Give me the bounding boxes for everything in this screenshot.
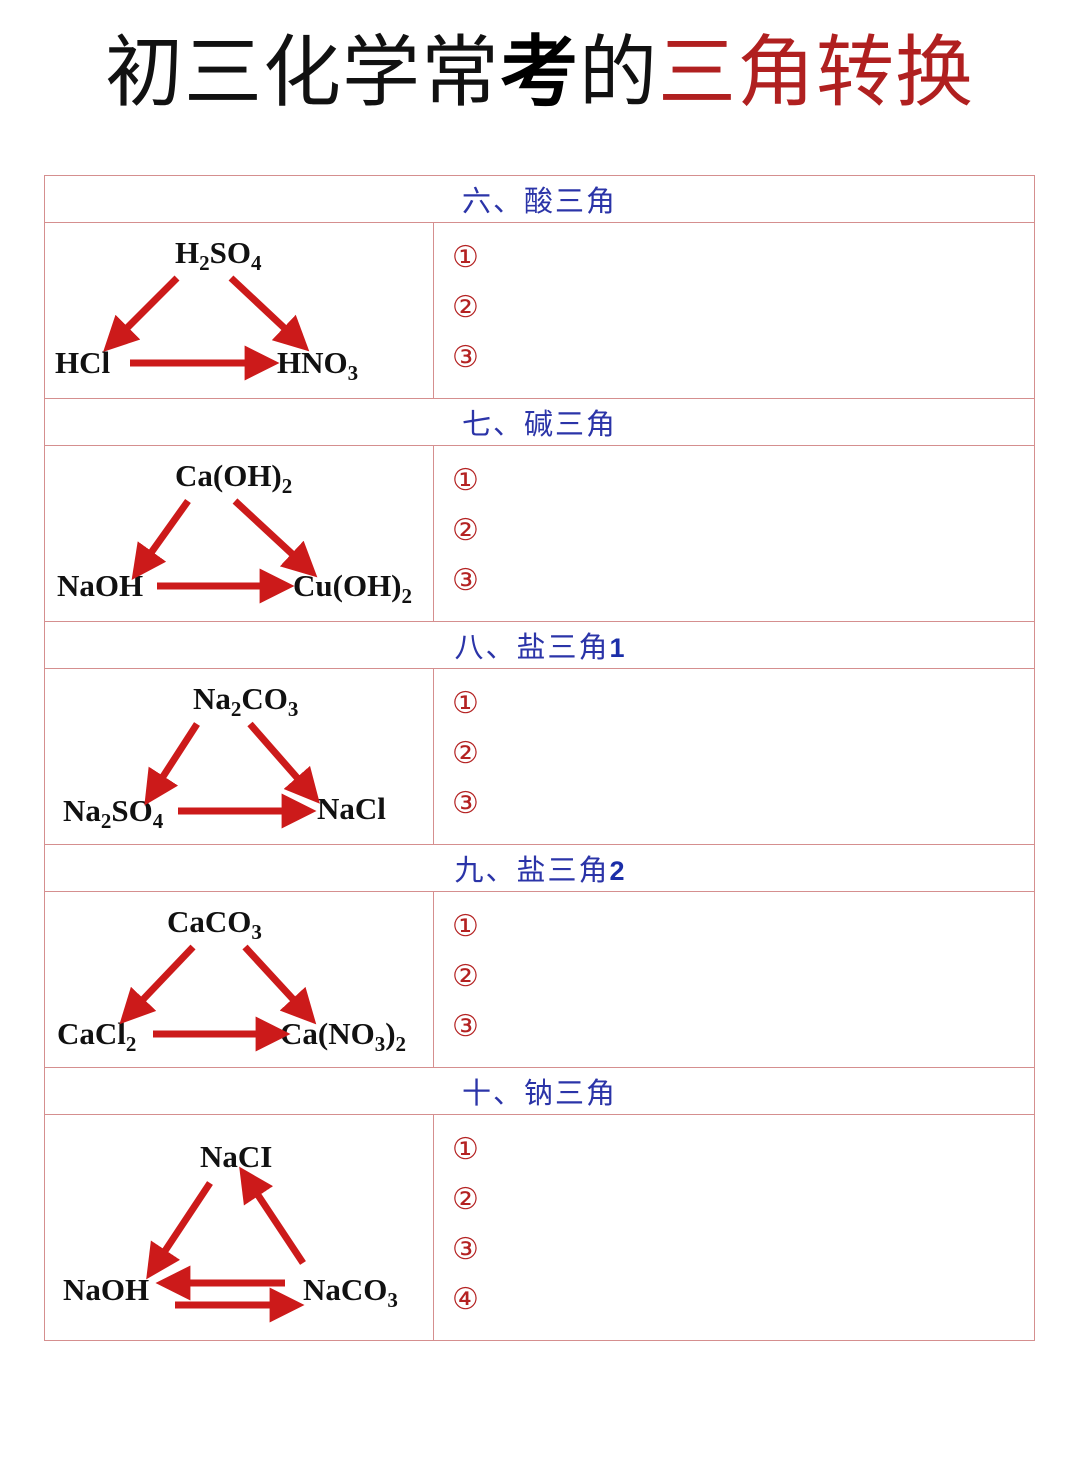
section-header-text: 九、盐三角2 [45,847,1034,889]
formula-bottom-right: NaCl [317,791,386,826]
section-body-salt-triangle-2: CaCO3 CaCl2 Ca(NO3)2 ① ② ③ [45,892,1034,1068]
formula-bottom-right: Ca(NO3)2 [280,1016,406,1056]
notes-acid-triangle: ① ② ③ [434,223,1034,398]
notes-salt-triangle-1: ① ② ③ [434,669,1034,844]
formula-bottom-left: NaOH [63,1272,149,1307]
arrow-top-to-right [228,275,310,352]
arrow-top-to-left [131,498,191,580]
arrow-top-to-right [247,721,320,804]
formula-top: H2SO4 [175,235,262,275]
note-item[interactable]: ① [452,909,479,944]
formula-bottom-right: HNO3 [277,345,358,385]
section-header-text: 十、钠三角 [45,1070,1034,1112]
section-header-label: 八、盐三角 [454,632,610,664]
section-header-text: 八、盐三角1 [45,624,1034,666]
title-part-3: 的 [579,28,659,118]
title-part-emphasis: 考 [499,27,579,118]
note-item[interactable]: ① [452,1132,479,1167]
note-item[interactable]: ② [452,736,479,771]
section-header-label: 十、钠三角 [461,1078,617,1110]
formula-top: NaCI [200,1139,272,1174]
section-header-text: 六、酸三角 [45,178,1034,220]
formula-bottom-left: CaCl2 [57,1016,136,1056]
notes-sodium-triangle: ① ② ③ ④ [434,1115,1034,1340]
arrow-bottom-right-to-top [239,1166,306,1265]
note-item[interactable]: ② [452,1182,479,1217]
triangle-conversion-table: 六、酸三角 H2SO4 HCl HNO3 ① ② ③ [44,175,1035,1341]
arrow-top-to-left [119,944,196,1025]
diagram-base-triangle: Ca(OH)2 NaOH Cu(OH)2 [45,446,434,621]
section-header-text: 七、碱三角 [45,401,1034,443]
section-header-salt-triangle-2: 九、盐三角2 [45,845,1034,892]
note-item[interactable]: ① [452,240,479,275]
arrow-top-to-left [144,722,200,806]
formula-top: CaCO3 [167,904,262,944]
diagram-salt-triangle-2: CaCO3 CaCl2 Ca(NO3)2 [45,892,434,1067]
page-title: 初三化学常考的三角转换 [0,34,1079,113]
arrow-top-to-right [242,944,317,1025]
diagram-acid-triangle: H2SO4 HCl HNO3 [45,223,434,398]
arrow-top-to-right [232,498,318,578]
note-item[interactable]: ① [452,686,479,721]
section-header-label: 六、酸三角 [461,186,617,218]
diagram-sodium-triangle: NaCI NaOH NaCO3 [45,1115,434,1340]
notes-base-triangle: ① ② ③ [434,446,1034,621]
note-item[interactable]: ② [452,959,479,994]
formula-bottom-left: HCl [55,345,111,380]
note-item[interactable]: ④ [452,1282,479,1317]
formula-top: Ca(OH)2 [175,458,292,498]
section-header-label: 九、盐三角 [454,855,610,887]
formula-bottom-right: Cu(OH)2 [293,568,412,608]
title-part-red: 三角转换 [658,28,975,118]
title-part-1: 初三化学常 [104,28,500,118]
note-item[interactable]: ③ [452,1232,479,1267]
note-item[interactable]: ② [452,290,479,325]
section-header-base-triangle: 七、碱三角 [45,399,1034,446]
formula-bottom-left: Na2SO4 [63,793,164,833]
note-item[interactable]: ② [452,513,479,548]
section-header-salt-triangle-1: 八、盐三角1 [45,622,1034,669]
formula-bottom-right: NaCO3 [303,1272,398,1312]
section-body-base-triangle: Ca(OH)2 NaOH Cu(OH)2 ① ② ③ [45,446,1034,622]
note-item[interactable]: ③ [452,340,479,375]
diagram-salt-triangle-1: Na2CO3 Na2SO4 NaCl [45,669,434,844]
section-header-sodium-triangle: 十、钠三角 [45,1068,1034,1115]
section-body-salt-triangle-1: Na2CO3 Na2SO4 NaCl ① ② ③ [45,669,1034,845]
section-body-acid-triangle: H2SO4 HCl HNO3 ① ② ③ [45,223,1034,399]
formula-bottom-left: NaOH [57,568,143,603]
section-body-sodium-triangle: NaCI NaOH NaCO3 ① ② ③ ④ [45,1115,1034,1340]
arrow-top-to-bottom-left [146,1181,213,1280]
section-header-acid-triangle: 六、酸三角 [45,176,1034,223]
section-header-index: 2 [609,856,625,886]
section-header-index: 1 [609,633,625,663]
section-header-label: 七、碱三角 [461,409,617,441]
note-item[interactable]: ① [452,463,479,498]
note-item[interactable]: ③ [452,786,479,821]
arrow-top-to-left [103,275,180,352]
note-item[interactable]: ③ [452,563,479,598]
formula-top: Na2CO3 [193,681,298,721]
notes-salt-triangle-2: ① ② ③ [434,892,1034,1067]
note-item[interactable]: ③ [452,1009,479,1044]
